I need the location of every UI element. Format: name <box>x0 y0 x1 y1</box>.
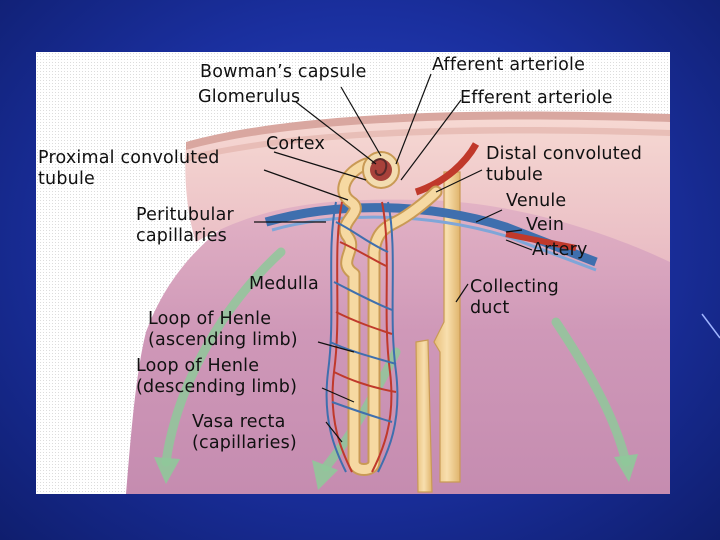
diagram-artwork <box>126 73 670 494</box>
leader-lines <box>254 73 533 443</box>
label-cortex: Cortex <box>266 134 325 154</box>
green-arrowheads <box>154 454 638 490</box>
label-afferent-arteriole: Afferent arteriole <box>432 55 586 75</box>
collecting-duct <box>415 171 461 493</box>
label-peritubular-capillaries: Peritubular capillaries <box>136 205 234 246</box>
label-bowmans-capsule: Bowman’s capsule <box>200 62 367 82</box>
label-distal-convoluted-tubule: Distal convoluted tubule <box>486 144 643 185</box>
label-glomerulus: Glomerulus <box>198 87 301 107</box>
label-vasa-recta: Vasa recta (capillaries) <box>192 412 297 453</box>
kidney-nephron-diagram: Bowman’s capsule Glomerulus Afferent art… <box>36 52 670 494</box>
label-efferent-arteriole: Efferent arteriole <box>460 88 613 108</box>
nephron-tubule <box>337 157 443 476</box>
label-loop-of-henle-ascending: Loop of Henle (ascending limb) <box>148 309 298 350</box>
label-loop-of-henle-descending: Loop of Henle (descending limb) <box>136 356 298 397</box>
vasa-recta <box>325 201 399 473</box>
capsule-inner-stripe <box>186 127 670 162</box>
decorative-slash-mark <box>701 313 720 339</box>
label-collecting-duct: Collecting duct <box>470 277 559 318</box>
label-medulla: Medulla <box>249 274 319 294</box>
label-proximal-convoluted-tubule: Proximal convoluted tubule <box>38 148 220 189</box>
label-artery: Artery <box>532 240 588 260</box>
label-venule: Venule <box>506 191 567 211</box>
label-vein: Vein <box>526 215 565 235</box>
capsule-outer-stripe <box>186 111 670 150</box>
medulla-region <box>126 169 670 494</box>
